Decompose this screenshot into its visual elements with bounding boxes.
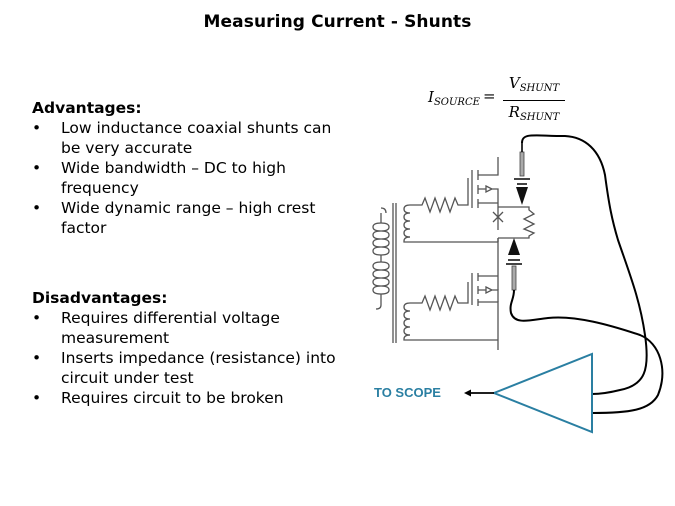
- arrow-left-icon: [464, 389, 494, 397]
- list-item: • Wide bandwidth – DC to high frequency: [32, 158, 352, 198]
- formula-denominator-subscript: SHUNT: [519, 112, 560, 123]
- mosfet-icon: [471, 273, 499, 350]
- list-item: • Requires differential voltage measureme…: [32, 308, 352, 348]
- list-item-text: Low inductance coaxial shunts can be ver…: [61, 119, 332, 157]
- list-item: • Low inductance coaxial shunts can be ve…: [32, 118, 352, 158]
- bullet-icon: •: [32, 389, 42, 407]
- list-item: • Wide dynamic range – high crest factor: [32, 198, 352, 238]
- formula-lhs: ISOURCE: [428, 88, 480, 108]
- probe-icon: [514, 143, 530, 205]
- list-item-text: Wide bandwidth – DC to high frequency: [61, 159, 286, 197]
- shunt-resistor-icon: [492, 203, 536, 290]
- list-item: • Requires circuit to be broken: [32, 388, 352, 408]
- circuit-schematic: [372, 157, 536, 350]
- advantages-list: • Low inductance coaxial shunts can be ve…: [32, 118, 352, 238]
- formula-lhs-subscript: SOURCE: [433, 97, 480, 108]
- disadvantages-list: • Requires differential voltage measureme…: [32, 308, 352, 408]
- formula-numerator-symbol: V: [508, 74, 520, 92]
- formula-denominator: RSHUNT: [503, 103, 565, 127]
- list-item-text: Wide dynamic range – high crest factor: [61, 199, 316, 237]
- probe-wires: [509, 134, 664, 414]
- list-item: • Inserts impedance (resistance) into cir…: [32, 348, 352, 388]
- slide-title: Measuring Current - Shunts: [203, 12, 472, 32]
- disadvantages-section: Disadvantages: • Requires differential vo…: [32, 288, 352, 408]
- formula-lhs-symbol: I: [428, 88, 434, 106]
- fraction-bar: [503, 100, 565, 101]
- advantages-heading: Advantages:: [32, 99, 142, 117]
- formula-equals: =: [483, 87, 496, 105]
- upper-gate-coil: [403, 178, 498, 243]
- bullet-icon: •: [32, 199, 42, 217]
- upper-probe-wire: [521, 134, 648, 395]
- bullet-icon: •: [32, 309, 42, 327]
- bullet-icon: •: [32, 349, 42, 367]
- probe-icon: [506, 238, 522, 291]
- list-item-text: Requires differential voltage measuremen…: [61, 309, 280, 347]
- formula-fraction: VSHUNT RSHUNT: [503, 74, 565, 127]
- formula-numerator-subscript: SHUNT: [519, 83, 560, 94]
- formula-denominator-symbol: R: [508, 103, 520, 121]
- formula-numerator: VSHUNT: [503, 74, 565, 98]
- list-item-text: Inserts impedance (resistance) into circ…: [61, 349, 336, 387]
- to-scope-label: TO SCOPE: [374, 385, 441, 400]
- mosfet-icon: [471, 157, 499, 208]
- lower-probe-wire: [509, 289, 664, 414]
- bullet-icon: •: [32, 119, 42, 137]
- differential-amplifier-icon: [491, 352, 593, 434]
- transformer-icon: [372, 203, 397, 343]
- bullet-icon: •: [32, 159, 42, 177]
- lower-gate-coil: [403, 282, 498, 341]
- disadvantages-heading: Disadvantages:: [32, 289, 168, 307]
- list-item-text: Requires circuit to be broken: [61, 389, 284, 407]
- advantages-section: Advantages: • Low inductance coaxial shun…: [32, 98, 352, 238]
